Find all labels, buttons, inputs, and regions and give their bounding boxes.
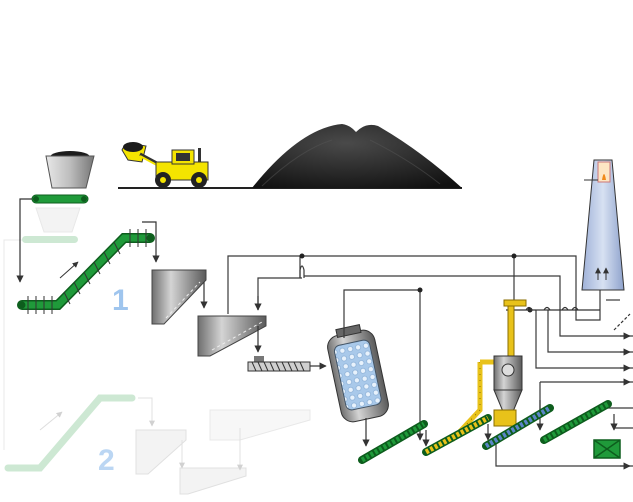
cyclone-separator-icon [493, 355, 523, 427]
valve-dashed-line [613, 313, 631, 331]
product-bin-icon [593, 439, 621, 459]
line-2-label: 2 [98, 444, 115, 477]
line-1-label: 1 [112, 284, 129, 317]
gas-pipe-network [227, 255, 633, 467]
wheel-loader-icon [121, 142, 209, 188]
conveyor-feed-arrows [422, 414, 618, 447]
coal-hopper-icon [45, 151, 95, 189]
pipe-crossovers [506, 306, 600, 311]
ghost-elevator-conveyor [4, 394, 136, 472]
pyrolysis-reactor-icon [327, 324, 389, 423]
pipe-junction-dots [299, 253, 533, 313]
elevator-discharge-arrow [142, 221, 160, 263]
coal-pile-icon [252, 124, 462, 188]
crusher-icon [151, 269, 207, 325]
product-conveyor-3 [482, 404, 554, 450]
vibrating-screen-icon [197, 315, 267, 357]
ghost-duplicate-line [3, 207, 311, 495]
feed-belt-conveyor [31, 194, 89, 204]
chimney-stack-icon [581, 159, 625, 291]
product-conveyor-1 [358, 420, 428, 464]
product-conveyor-2 [422, 414, 492, 456]
bucket-elevator-conveyor [17, 229, 155, 314]
feed-arrow [16, 198, 32, 283]
product-conveyor-4 [540, 400, 612, 444]
screw-feeder-icon [247, 356, 311, 372]
